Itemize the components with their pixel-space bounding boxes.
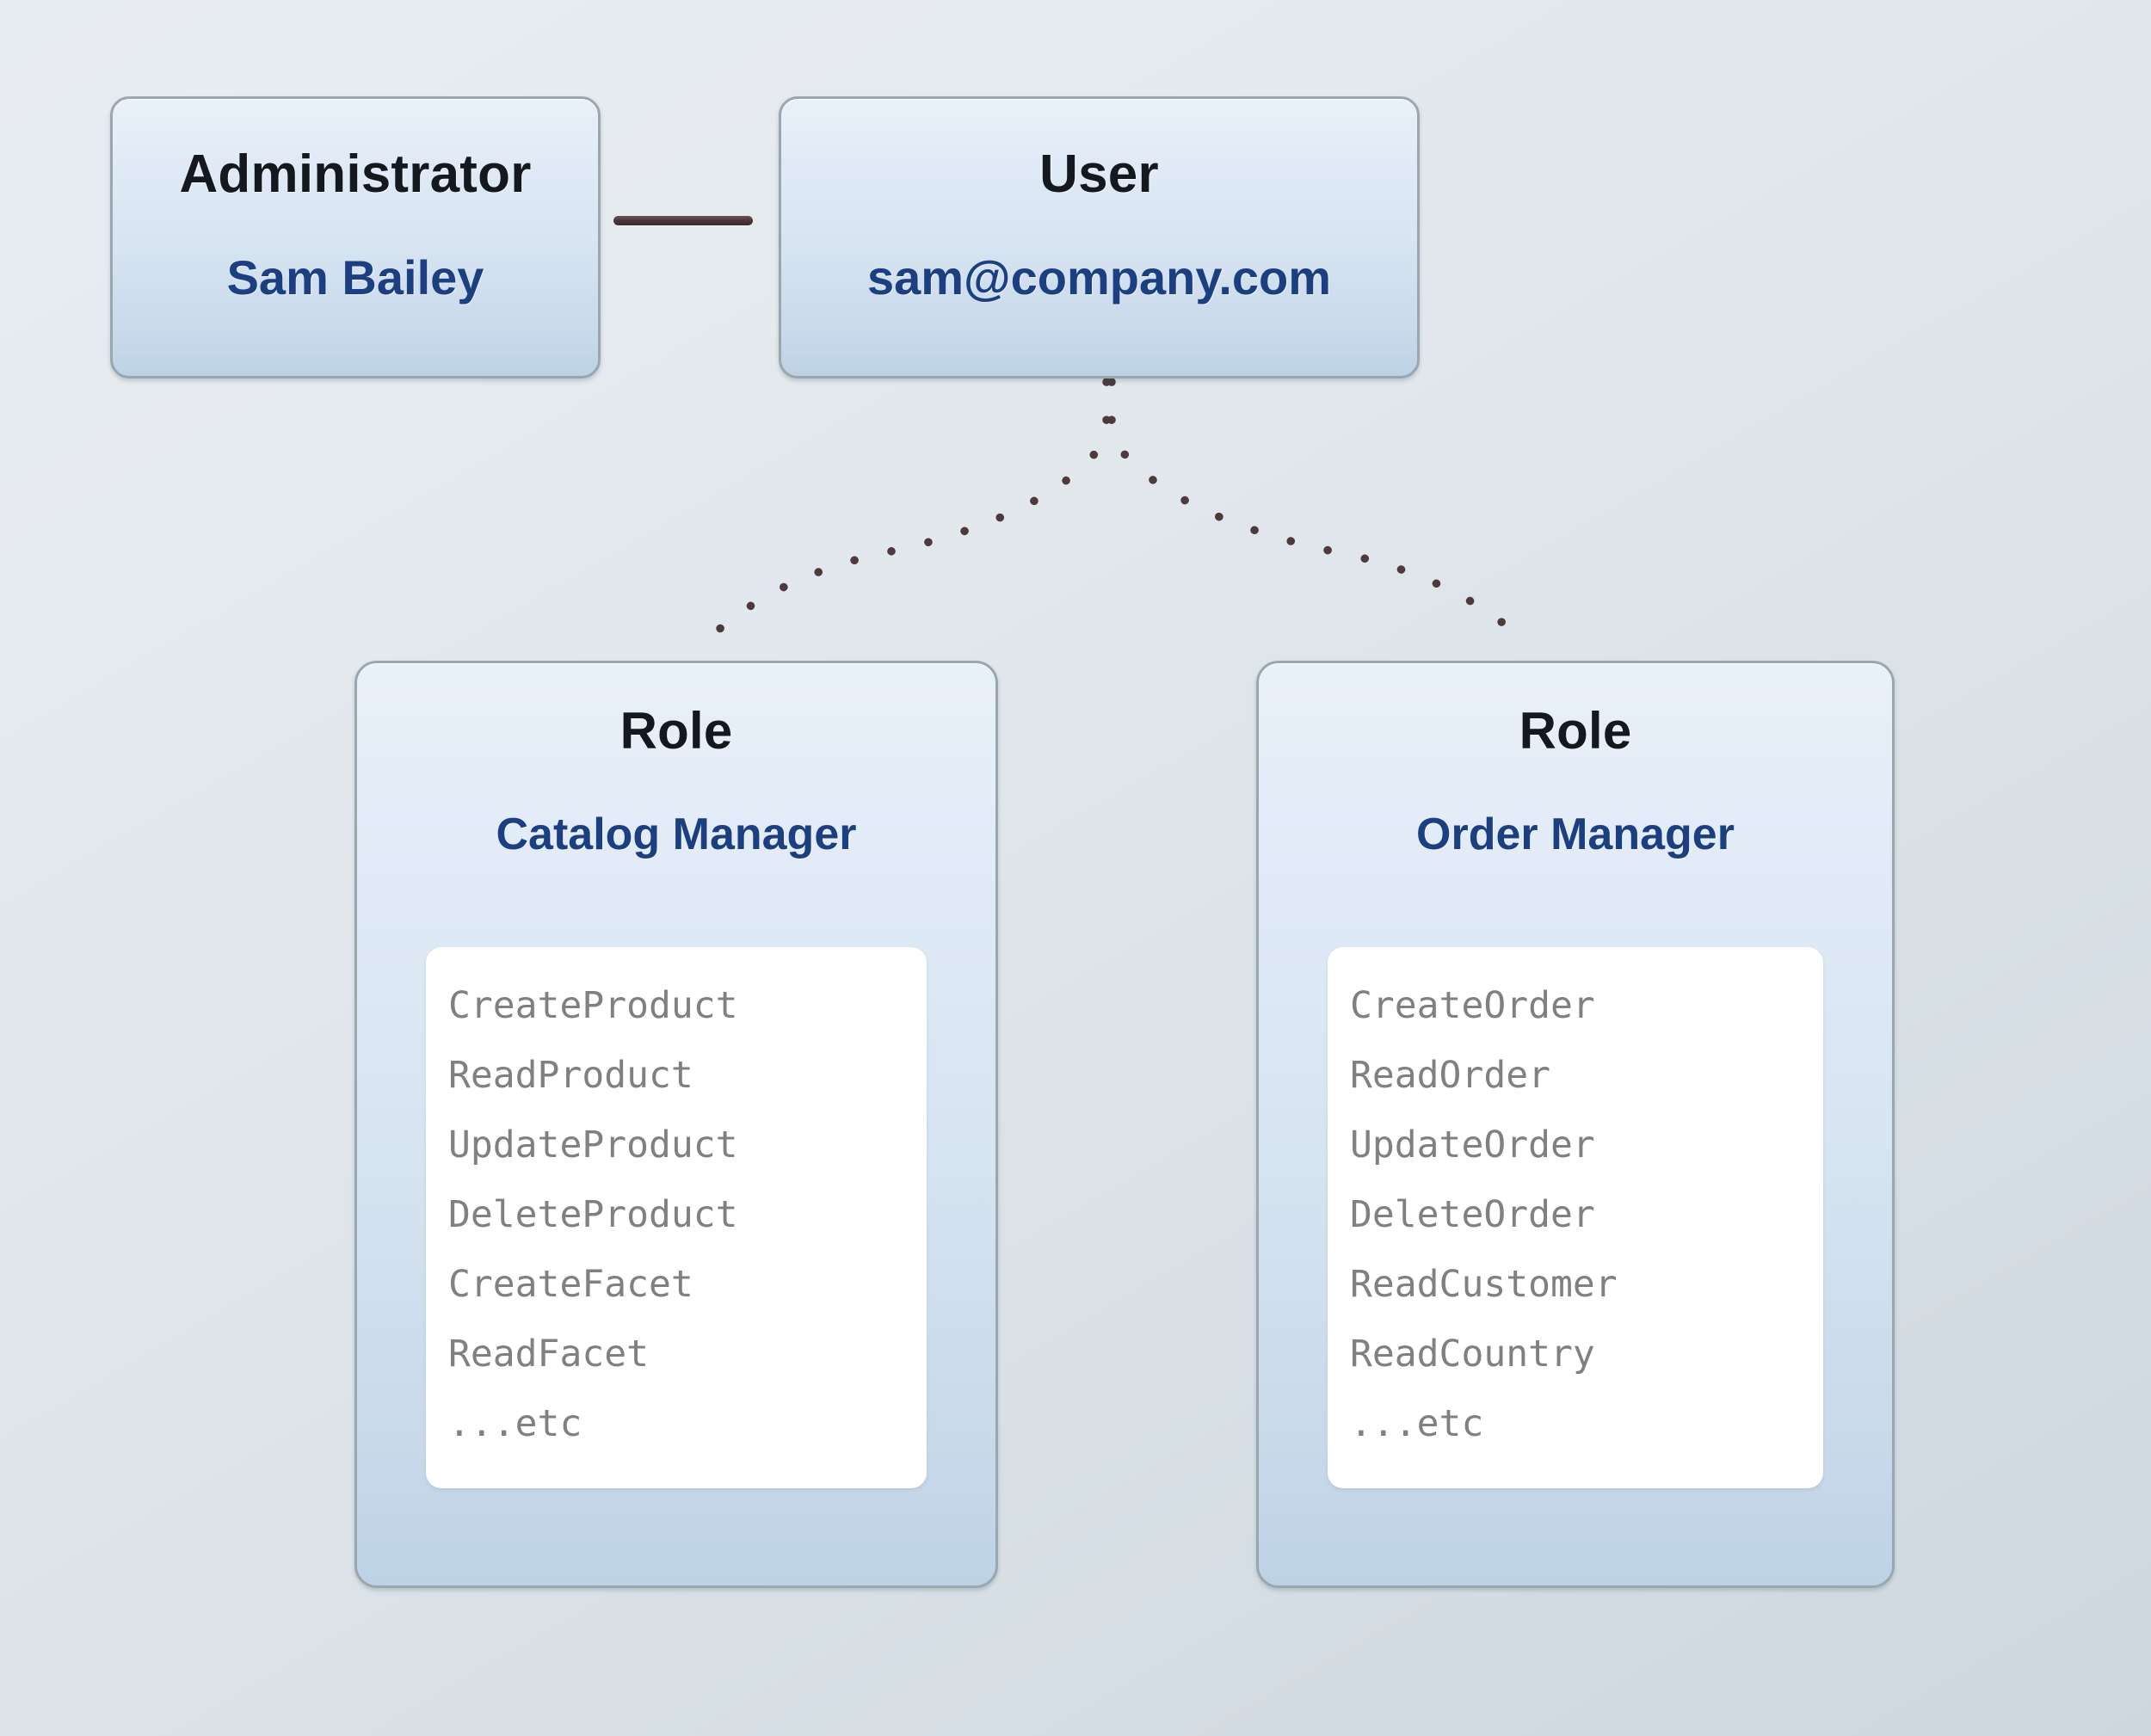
user-type-label: User (1039, 145, 1159, 204)
permission-item: ...etc (448, 1402, 582, 1445)
role-value-label: Catalog Manager (496, 810, 857, 859)
role-node-catalog-manager[interactable]: Role Catalog Manager CreateProduct ReadP… (354, 661, 998, 1588)
permission-item: ReadProduct (448, 1054, 693, 1097)
role-value-label: Order Manager (1416, 810, 1735, 859)
permission-item: DeleteProduct (448, 1193, 738, 1236)
permission-item: CreateProduct (448, 984, 738, 1027)
administrator-node[interactable]: Administrator Sam Bailey (110, 96, 601, 379)
permission-item: CreateFacet (448, 1263, 693, 1306)
permission-item: ReadCustomer (1350, 1263, 1618, 1306)
permission-item: ...etc (1350, 1402, 1484, 1445)
connector-user-to-role-left (701, 379, 1111, 646)
role-type-label: Role (1519, 702, 1632, 760)
role-type-label: Role (619, 702, 733, 760)
administrator-user-connector (613, 216, 753, 225)
connector-user-to-role-right (1107, 379, 1529, 646)
administrator-type-label: Administrator (179, 145, 532, 204)
role-node-order-manager[interactable]: Role Order Manager CreateOrder ReadOrder… (1256, 661, 1895, 1588)
user-role-connectors (701, 379, 1529, 646)
permission-item: UpdateProduct (448, 1123, 738, 1167)
permission-list: CreateOrder ReadOrder UpdateOrder Delete… (1328, 947, 1823, 1488)
permission-item: DeleteOrder (1350, 1193, 1595, 1236)
permission-item: UpdateOrder (1350, 1123, 1595, 1167)
permission-item: ReadCountry (1350, 1333, 1595, 1376)
permission-item: ReadOrder (1350, 1054, 1550, 1097)
permission-item: CreateOrder (1350, 984, 1595, 1027)
user-value-label: sam@company.com (866, 250, 1332, 305)
user-node[interactable]: User sam@company.com (779, 96, 1420, 379)
permission-list: CreateProduct ReadProduct UpdateProduct … (426, 947, 927, 1488)
administrator-value-label: Sam Bailey (226, 250, 484, 305)
permission-item: ReadFacet (448, 1333, 649, 1376)
